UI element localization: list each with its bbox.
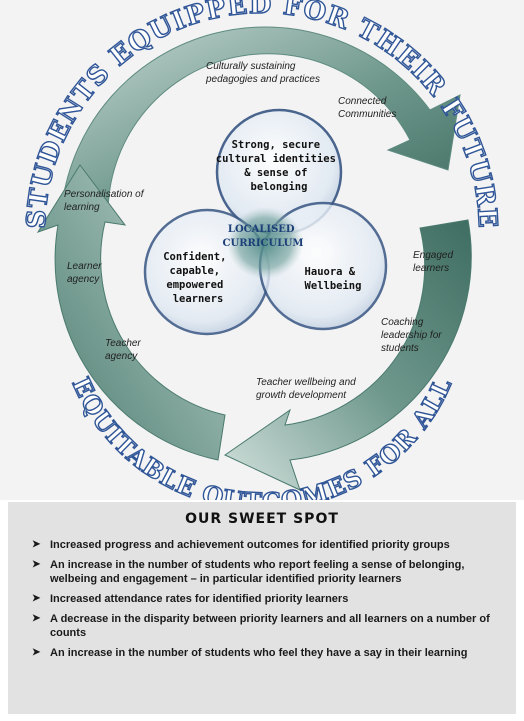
label-personalisation: Personalisation of learning <box>64 189 144 213</box>
sweet-spot-panel: OUR SWEET SPOT ➤Increased progress and a… <box>8 502 516 714</box>
circle-right-label: Hauora & Wellbeing <box>305 266 362 292</box>
label-engaged-learners: Engaged learners <box>413 250 454 274</box>
sweet-spot-title: OUR SWEET SPOT <box>185 511 339 527</box>
list-item: ➤Increased progress and achievement outc… <box>32 539 450 551</box>
circle-top-label: Strong, secure cultural identities & sen… <box>216 139 342 193</box>
arrow-bullet-icon: ➤ <box>32 593 41 604</box>
list-item: ➤Increased attendance rates for identifi… <box>32 593 349 605</box>
label-connected-communities: Connected Communities <box>338 96 397 120</box>
list-item: ➤An increase in the number of students w… <box>32 647 468 659</box>
center-glow <box>227 207 303 279</box>
arrow-bullet-icon: ➤ <box>32 559 41 570</box>
center-label: LOCALISED CURRICULUM <box>223 224 304 249</box>
list-item: ➤An increase in the number of students w… <box>32 559 465 585</box>
ring-arrow-left <box>36 164 226 461</box>
arrow-bullet-icon: ➤ <box>32 647 41 658</box>
circle-left-label: Confident, capable, empowered learners <box>163 251 233 305</box>
label-culturally-sustaining: Culturally sustaining pedagogies and pra… <box>206 61 320 85</box>
ring-arrow-top <box>61 26 461 216</box>
label-teacher-agency: Teacher agency <box>105 338 141 362</box>
label-coaching-leadership: Coaching leadership for students <box>381 317 442 354</box>
arrow-bullet-icon: ➤ <box>32 613 41 624</box>
ring-arrow-right <box>223 219 472 491</box>
label-learner-agency: Learner agency <box>67 261 102 285</box>
arrow-bullet-icon: ➤ <box>32 539 41 550</box>
label-teacher-wellbeing: Teacher wellbeing and growth development <box>256 377 356 401</box>
sweet-spot-list: ➤Increased progress and achievement outc… <box>32 538 502 666</box>
cycle-diagram: STUDENTS EQUIPPED FOR THEIR FUTURE EQUIT… <box>21 0 502 500</box>
diagram-panel: STUDENTS EQUIPPED FOR THEIR FUTURE EQUIT… <box>0 0 524 500</box>
list-item: ➤A decrease in the disparity between pri… <box>32 613 490 639</box>
